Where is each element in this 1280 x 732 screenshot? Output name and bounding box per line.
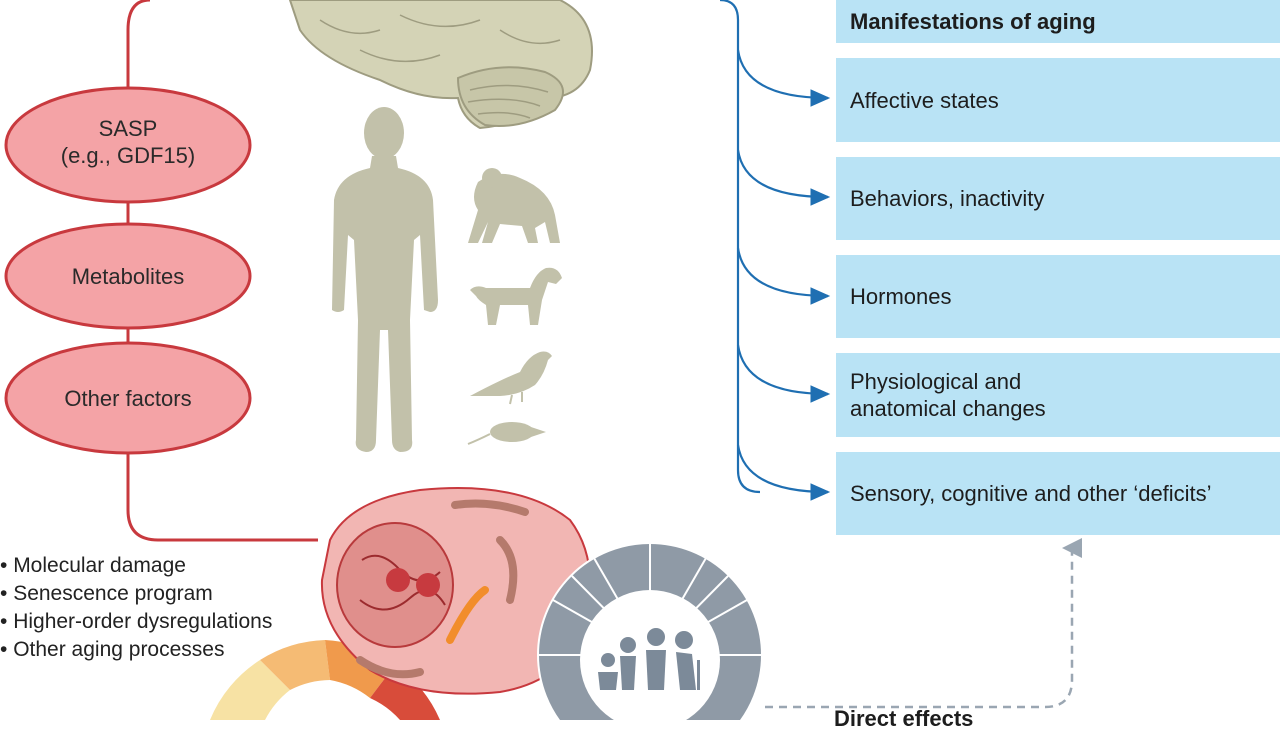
factor-metabolites bbox=[4, 222, 252, 330]
blue-arrows bbox=[719, 0, 831, 501]
dashed-arrow bbox=[765, 538, 1082, 709]
factor-label-sasp: SASP (e.g., GDF15) bbox=[60, 116, 196, 168]
process-item: Higher-order dysregulations bbox=[0, 608, 272, 636]
red-connector-line bbox=[126, 0, 318, 542]
factor-sasp bbox=[4, 86, 252, 204]
bird-icon bbox=[470, 351, 552, 405]
manifestation-sensory: Sensory, cognitive and other ‘deficits’ bbox=[836, 452, 1280, 535]
cell-icon bbox=[320, 487, 591, 695]
manifestation-hormones: Hormones bbox=[836, 255, 1280, 338]
brain-icon bbox=[288, 0, 593, 130]
manifestations-header: Manifestations of aging bbox=[836, 0, 1280, 43]
dog-icon bbox=[470, 267, 562, 325]
factor-label-other: Other factors bbox=[64, 386, 192, 411]
process-item: Other aging processes bbox=[0, 636, 272, 664]
manifestation-behaviors: Behaviors, inactivity bbox=[836, 157, 1280, 240]
rodent-icon bbox=[467, 422, 546, 445]
aging-processes-list: Molecular damage Senescence program High… bbox=[0, 552, 272, 664]
direct-effects-label: Direct effects bbox=[834, 706, 974, 731]
manifestation-physiological: Physiological and anatomical changes bbox=[836, 353, 1280, 437]
process-item: Senescence program bbox=[0, 580, 272, 608]
process-item: Molecular damage bbox=[0, 552, 272, 580]
lifespan-wheel-icon bbox=[537, 542, 763, 720]
manifestation-affective: Affective states bbox=[836, 58, 1280, 142]
factor-other bbox=[4, 341, 252, 455]
human-silhouette-icon bbox=[332, 107, 438, 452]
factor-label-metabolites: Metabolites bbox=[71, 264, 185, 289]
chimpanzee-icon bbox=[468, 168, 560, 243]
